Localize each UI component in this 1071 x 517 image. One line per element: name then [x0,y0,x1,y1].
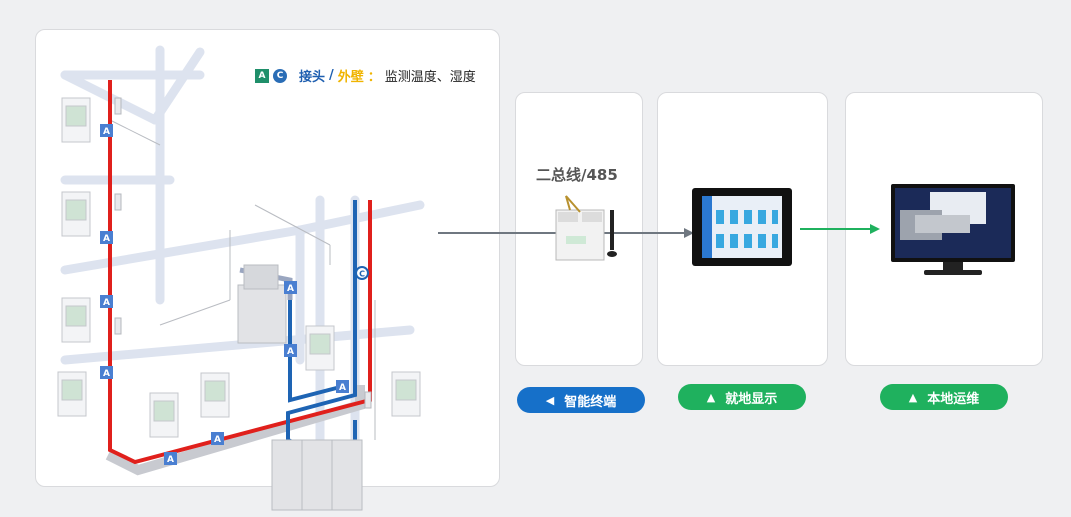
legend-slash: / [329,68,334,83]
badge-a-5: A [167,455,174,465]
distribution-cabinets [237,264,363,511]
meter-units [57,97,421,438]
badge-c-1: C [359,270,365,279]
green-arrowhead [870,224,880,234]
maintenance-monitor-device [891,184,1015,275]
legend-badge-c: C [273,68,287,83]
badge-a-7: A [287,284,294,294]
legend-wall: 外壁 [337,70,364,85]
legend: A C 接头/外壁：监测温度、湿度 [255,66,476,85]
local-ops-label: 本地运维 [927,391,980,407]
smart-terminal-button[interactable]: ◀ 智能终端 [517,387,645,413]
up-triangle-icon: ▲ [706,390,716,404]
cold-pipe-branch [288,300,349,403]
wall-sensors [114,97,372,409]
badge-a-2: A [103,234,110,244]
up-triangle-icon: ▲ [908,390,918,404]
hot-pipe [108,80,372,465]
smart-terminal-device [555,195,617,261]
local-display-label: 就地显示 [725,391,778,407]
legend-badge-a: A [255,68,269,83]
legend-colon: ： [367,70,381,85]
local-display-button[interactable]: ▲ 就地显示 [678,384,806,410]
badge-a-6: A [214,435,221,445]
badge-a-8: A [287,347,294,357]
frame-lines [109,119,376,440]
sensor-badges: A A A A A A A A A C [100,124,369,465]
legend-joint: 接头 [299,70,326,85]
badge-a-9: A [339,383,346,393]
smart-terminal-label: 智能终端 [564,394,617,410]
local-ops-button[interactable]: ▲ 本地运维 [880,384,1008,410]
legend-text: 监测温度、湿度 [384,70,476,85]
left-triangle-icon: ◀ [545,393,555,407]
gray-arrowhead [684,228,694,238]
bus-label: 二总线/485 [536,166,618,184]
badge-a-4: A [103,369,110,379]
local-display-device [692,188,792,266]
badge-a-3: A [103,298,110,308]
badge-a-1: A [103,127,110,137]
floor-duct [105,385,365,476]
